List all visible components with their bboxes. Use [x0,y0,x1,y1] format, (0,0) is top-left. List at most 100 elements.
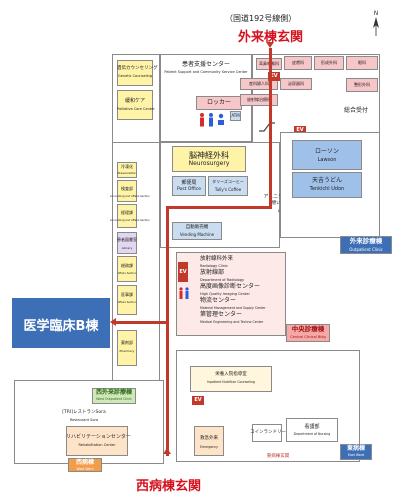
lab-dept-room [117,180,137,202]
library-room [117,232,137,254]
me-center-en: Medical Engineering and Techno Center [200,320,264,324]
neurosurgery-label: 脳神経外科 [189,151,229,160]
east-ward-tag [340,444,372,460]
lawson-room [292,140,362,170]
clinical-b-label: 医学臨床B棟 [23,319,99,334]
clinic-4-label: 眼科 [358,60,366,65]
central-wing-label: 中央診療棟 [291,325,325,333]
radiology-dept-en: Department of Radiology [200,278,245,282]
north-label: N [374,10,379,17]
west-outpatient-en: West Outpatient Clinic [96,397,132,401]
clinic-4 [346,56,378,70]
east-ward-en: East Ward [347,453,365,457]
corridor-vertical-left [166,206,169,456]
escalator-icon [258,118,276,132]
preservation-en: Preservation [117,171,137,175]
radiology-dept-label: 放射線部 [200,269,225,276]
emergency-label: 救急外来 [200,436,218,441]
general-affairs-room [117,256,137,282]
arrow-left-icon [110,318,116,326]
central-wing-tag [286,324,330,342]
preservation-label: 冷凍化 [121,164,133,169]
tenkichi-room [292,172,362,198]
outpatient-wing-en: Outpatient Clinic [349,247,383,252]
clinic-2 [284,56,312,70]
palliative-care-label: 緩和ケア [124,98,145,104]
clinic-5 [240,78,278,90]
lab-dept-label: 検査部 [121,186,133,191]
radiology-outpatient-en: Radiology Clinic [200,264,228,268]
clinic-8 [346,78,378,92]
nutrition-room [190,366,272,392]
neurosurgery-en: Neurosurgery [188,160,230,167]
nursing-label: 看護部 [304,424,320,430]
nutrition-label: 栄養入院指導室 [215,372,247,377]
west-ward-label: 西病棟 [75,459,94,466]
emergency-en: Emergency [200,445,218,449]
clinic-8-label: 整形外科 [354,82,370,87]
pharmacy-label: 薬剤部 [121,340,133,345]
tenkichi-label: 天吉うどん [311,177,342,184]
accounting-en: Accounting and Affairs Section [110,219,150,222]
preservation-room [117,162,137,178]
elevator-marker-4: EV [178,262,188,282]
clinic-7-label: 放射線治療科 [247,97,271,102]
patient-support-label: 患者支援センター [181,61,230,68]
lawson-label: ローソン [314,148,339,155]
genetic-counseling-label: 遺伝カウンセリング [117,66,158,71]
west-outpatient-label: 西外来診療棟 [95,389,132,396]
nursing-room [286,418,338,442]
restaurant-label: [TRI]レストランSora [62,410,106,415]
clinic-5-label: 産科婦人科 [249,81,269,86]
clinic-3-label: 形成外科 [321,60,337,65]
clinic-7 [240,94,278,106]
west-outpatient-tag [92,388,136,404]
laundry-room [252,424,282,442]
patient-support-en: Patient Support and Community Service Ce… [164,70,248,74]
post-office-room [172,176,206,196]
outpatient-wing-tag [340,236,392,254]
laundry-label: コインランドリー [250,430,286,435]
imaging-center-label: 高度画像診断センター [200,283,261,290]
rehab-room [66,426,128,456]
lawson-en: Lawson [317,157,337,163]
medical-affairs-room [117,285,137,315]
medical-affairs-label: 医事課 [121,292,133,297]
nutrition-en: Inpatient Nutrition Counseling [207,380,255,384]
locker-label: ロッカー [206,99,231,106]
neurosurgery-room [172,146,246,172]
entrance-arrow-icon [266,42,274,48]
east-ward-label: 東病棟 [346,445,365,452]
clinic-6-label: 泌尿器科 [288,81,304,86]
west-ward-en: West Ward [76,467,94,471]
accounting-room [117,204,137,228]
genetic-counseling-en: Genetic Counseling [117,74,152,78]
clinic-3 [314,56,344,70]
outpatient-entrance-title: 外来棟玄関 [238,30,304,45]
elevator-marker-1: EV [268,72,280,81]
nursing-en: Department of Nursing [293,432,331,436]
rehab-en: Rehabilitation Center [78,443,116,447]
me-center-label: 第管理センター [200,311,243,318]
clinic-6 [280,78,312,90]
radiology-outpatient-label: 放射線科外来 [200,256,234,262]
central-restroom-icon [178,286,190,300]
atm-box [230,111,241,121]
post-office-en: Post Office [177,187,201,192]
corridor-to-b-building [112,321,168,324]
corridor-horizontal-top [168,206,272,209]
general-affairs-label: 総務課 [121,263,133,268]
medical-affairs-en: Affairs Section [117,301,137,304]
palliative-care-room [117,90,153,120]
library-label: 患者図書室 [117,237,137,242]
library-en: Library [121,246,133,250]
outpatient-wing-label: 外来診療棟 [349,237,383,245]
vending-label: 自動販売機 [185,225,209,230]
tenkichi-en: Tenkichi Udon [309,186,345,192]
central-wing-en: Central Clinical Bldg [290,335,326,339]
vending-en: Vending Machine [179,232,215,237]
west-entrance-title: 西病棟玄関 [136,479,202,494]
general-reception-label: 総合受付 [343,107,368,114]
imaging-center-en: High Quality Imaging Center [200,292,250,296]
clinic-2-label: 皮膚科 [292,60,304,65]
